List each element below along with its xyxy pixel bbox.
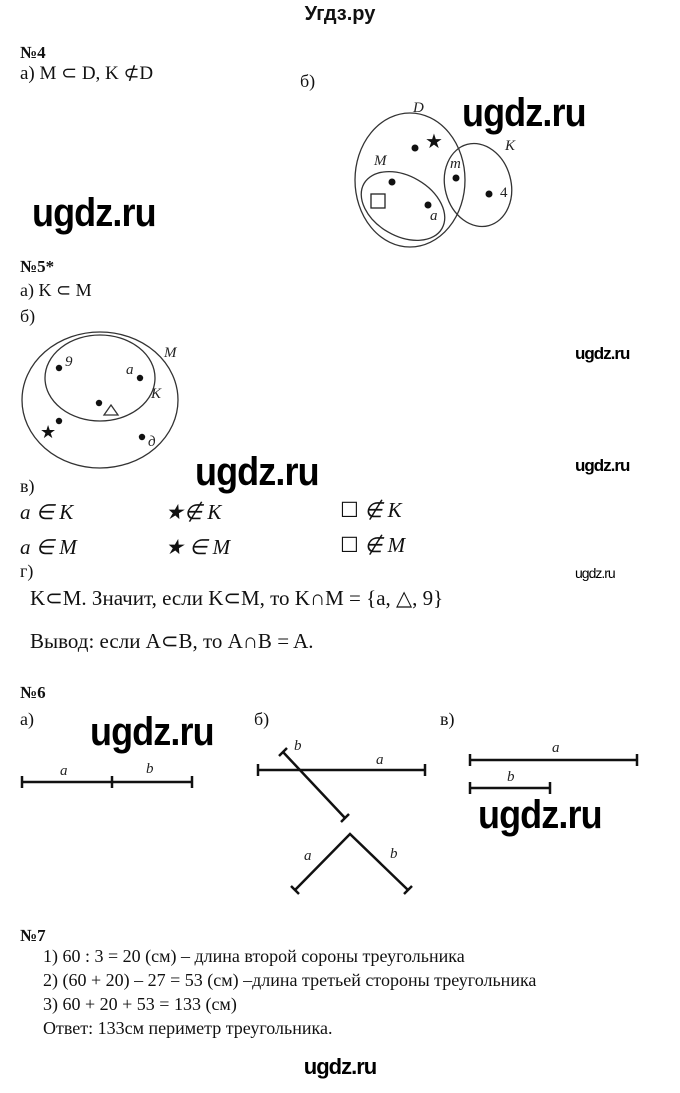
task4-number: №4	[20, 43, 46, 62]
watermark: ugdz.ru	[575, 456, 630, 475]
point	[55, 417, 63, 425]
task5-label-v: в)	[20, 476, 35, 496]
segments-angle	[294, 832, 409, 891]
task6-number: №6	[20, 683, 46, 702]
page-title: Угдз.ру	[304, 3, 376, 25]
set-d-ellipse	[354, 112, 466, 248]
membership-star-k: ★∉ K	[165, 500, 222, 524]
watermark: ugdz.ru	[575, 565, 616, 581]
triangle-icon	[102, 403, 120, 416]
set-m-ellipse	[21, 331, 179, 469]
label-m: M	[373, 153, 388, 169]
label-b: b	[146, 761, 154, 777]
watermark: ugdz.ru	[478, 793, 603, 837]
label-a: a	[430, 208, 438, 224]
membership-square-k: ☐ ∉ K	[340, 498, 402, 522]
task5-points: ★	[40, 364, 146, 442]
set-m-ellipse	[360, 170, 446, 242]
task4-label-b: б)	[300, 71, 316, 91]
task5-answer-a: а) K ⊂ M	[20, 280, 92, 300]
set-k-ellipse	[44, 334, 156, 422]
square-icon: ☐	[340, 533, 359, 557]
membership-star-m: ★ ∈ M	[165, 535, 231, 559]
task5-g-line2: Вывод: если A⊂B, то A∩B = A.	[30, 629, 314, 653]
point	[485, 190, 493, 198]
task6-segments	[20, 747, 639, 895]
watermark: ugdz.ru	[195, 450, 320, 494]
star-icon: ★	[425, 131, 443, 153]
label-a: a	[60, 763, 68, 779]
label-k: K	[504, 138, 516, 154]
point	[136, 374, 144, 382]
label-a: a	[304, 848, 312, 864]
task5-g-line1: K⊂M. Значит, если K⊂M, то K∩M = {a, △, 9…	[30, 586, 444, 610]
task6-label-a: а)	[20, 709, 34, 729]
task5-number: №5*	[20, 257, 55, 276]
watermark: ugdz.ru	[462, 91, 587, 135]
segment-b-crossing	[282, 751, 346, 819]
watermark: ugdz.ru	[90, 710, 215, 754]
point	[411, 144, 419, 152]
label-d: D	[412, 100, 424, 116]
point	[452, 174, 460, 182]
task6-label-v: в)	[440, 709, 455, 729]
label-a: a	[552, 740, 560, 756]
task5-label-g: г)	[20, 561, 34, 581]
set-k-ellipse	[443, 142, 513, 228]
point	[138, 433, 146, 441]
task5-label-b: б)	[20, 306, 36, 326]
label-b: b	[390, 846, 398, 862]
task7-line-3: 3) 60 + 20 + 53 = 133 (см)	[43, 994, 237, 1014]
membership-square-m: ☐ ∉ M	[340, 533, 406, 557]
label-m: M	[163, 345, 178, 361]
point	[55, 364, 63, 372]
label-b: b	[294, 738, 302, 754]
task5-venn	[21, 331, 179, 469]
point	[388, 178, 396, 186]
square-icon: ☐	[340, 498, 359, 522]
watermark: ugdz.ru	[575, 344, 630, 363]
task4-venn	[354, 112, 513, 248]
membership-a-m: a ∈ M	[20, 535, 77, 559]
label-a: a	[126, 362, 134, 378]
task7-number: №7	[20, 926, 46, 945]
point	[424, 201, 432, 209]
star-icon: ★	[40, 422, 56, 442]
task6-label-b: б)	[254, 709, 270, 729]
star-icon: ★	[165, 535, 184, 559]
star-icon: ★	[165, 500, 184, 524]
square-icon	[370, 193, 386, 209]
label-9: 9	[65, 354, 73, 370]
label-d: д	[148, 434, 156, 450]
task4-points: ★	[388, 131, 493, 209]
task7-line-4: Ответ: 133см периметр треугольника.	[43, 1018, 333, 1038]
label-4: 4	[500, 185, 508, 201]
watermark: ugdz.ru	[303, 1054, 377, 1079]
task4-answer-a: а) M ⊂ D, K ⊄D	[20, 63, 154, 84]
label-a: a	[376, 752, 384, 768]
membership-a-k: a ∈ K	[20, 500, 74, 524]
label-k: K	[150, 386, 162, 402]
watermark: ugdz.ru	[32, 191, 157, 235]
task7-line-1: 1) 60 : 3 = 20 (см) – длина второй сорон…	[43, 946, 465, 966]
point	[95, 399, 103, 407]
task7-line-2: 2) (60 + 20) – 27 = 53 (см) –длина треть…	[43, 970, 537, 990]
label-m-small: m	[450, 156, 461, 172]
label-b: b	[507, 769, 515, 785]
